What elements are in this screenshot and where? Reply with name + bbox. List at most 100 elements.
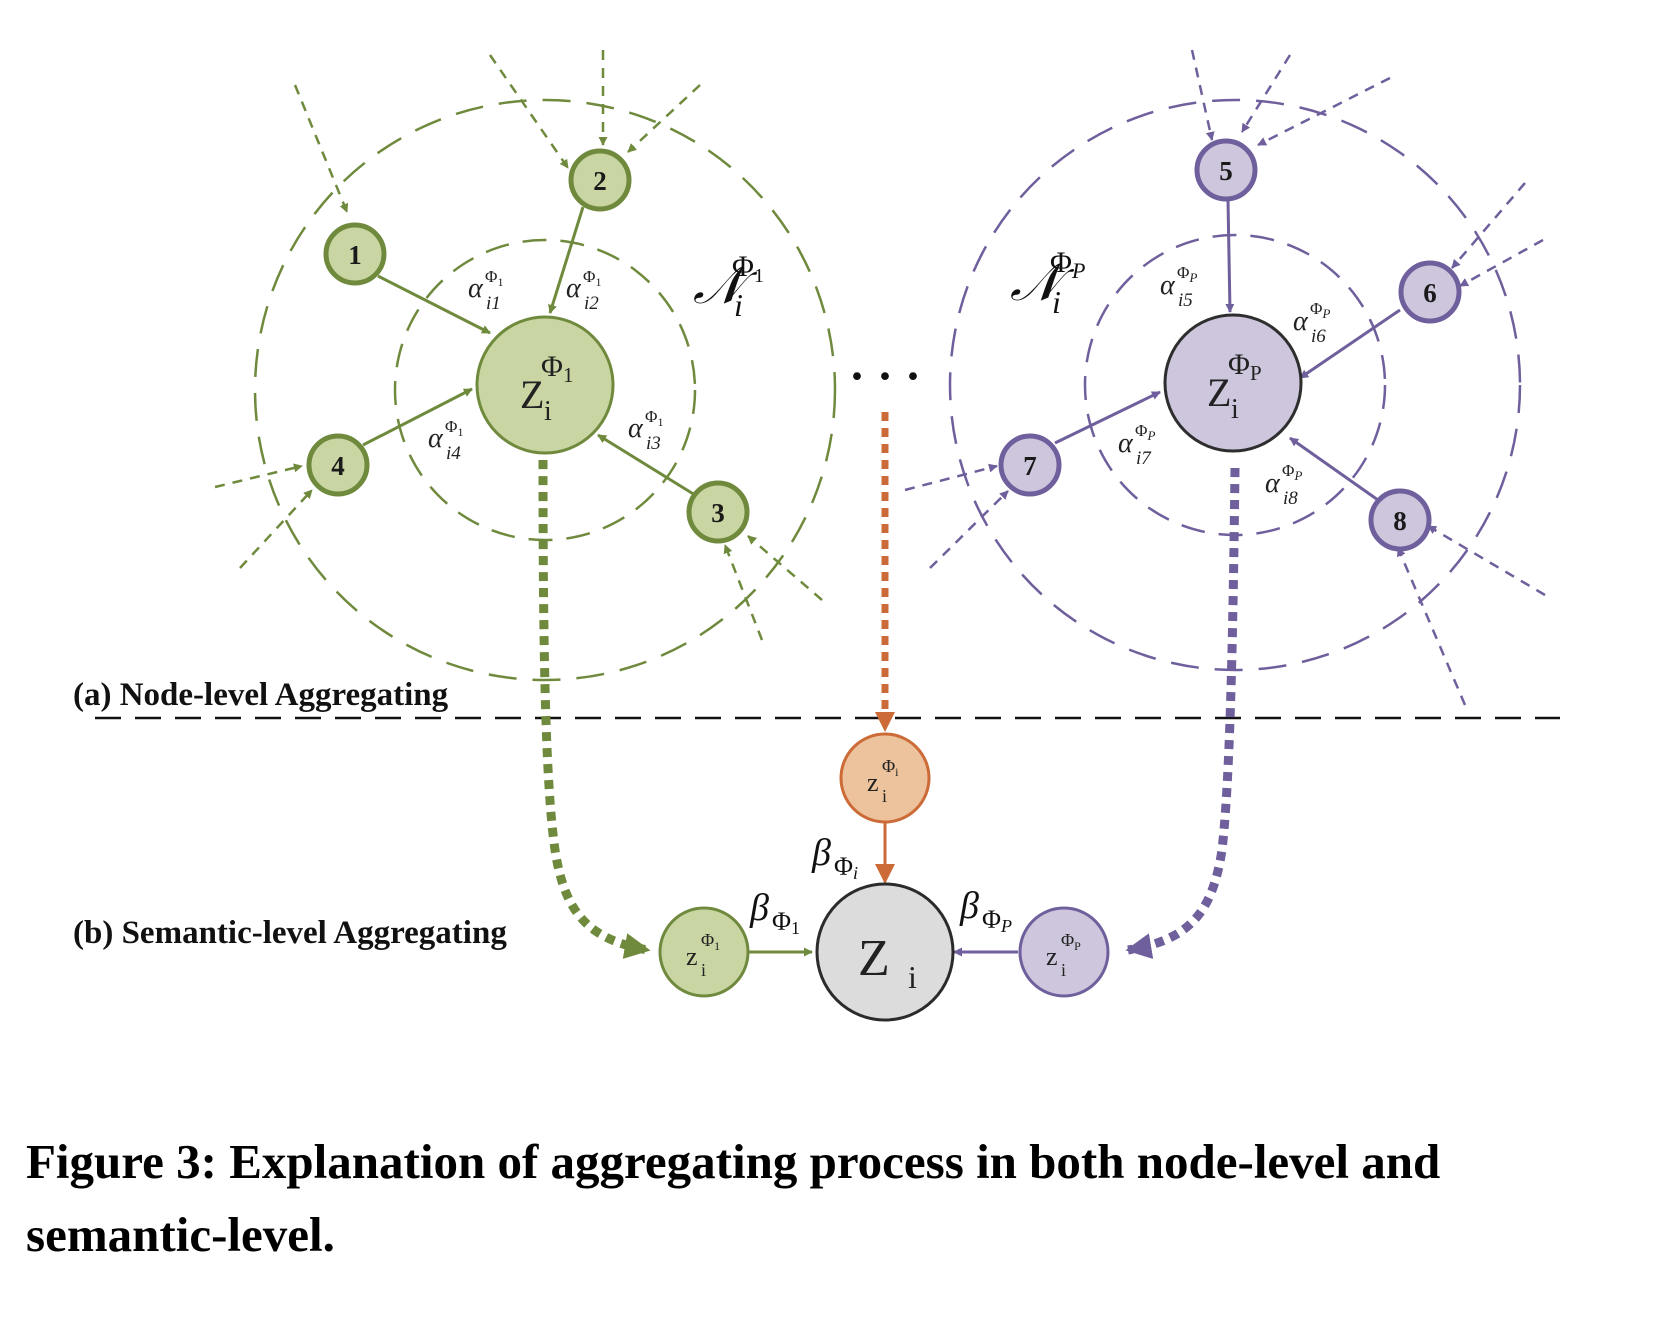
- beta-sub: Φi: [834, 852, 858, 883]
- weight-sup: ΦP: [1282, 461, 1302, 483]
- semantic-embedding-i-node: z i Φi: [839, 732, 931, 824]
- left-edge-2-to-center: [548, 206, 585, 314]
- weight-base: α: [1265, 468, 1281, 499]
- weight-base: α: [468, 273, 484, 304]
- node-label: 4: [331, 451, 345, 481]
- center-sub: i: [1231, 394, 1239, 425]
- right-incoming-edge: [1396, 547, 1467, 706]
- weight-sup: Φ1: [645, 407, 663, 429]
- left-incoming-edge: [239, 489, 313, 569]
- left-incoming-edge: [627, 84, 701, 153]
- node-label: 6: [1423, 278, 1437, 308]
- neighborhood-sup: Φ1: [732, 250, 764, 287]
- left-incoming-edge: [214, 463, 303, 489]
- weight-base: α: [566, 273, 582, 304]
- final-embedding-node: Z i: [815, 882, 955, 1022]
- left-outer-neighborhood-ring: [253, 98, 837, 682]
- ellipsis: · · ·: [849, 350, 921, 403]
- final-sub: i: [908, 959, 917, 995]
- node-label: 7: [1023, 451, 1037, 481]
- emb-sup: Φ1: [701, 930, 720, 953]
- left-attention-weight-4: α Φ1 i4: [428, 417, 463, 464]
- left-center-node: Z i Φ1: [475, 315, 615, 455]
- left-neighbor-node-3: 3: [686, 480, 750, 544]
- weight-sub: i2: [584, 293, 599, 314]
- emb-sub: i: [1061, 960, 1066, 980]
- semantic-embedding-1-node: z i Φ1: [658, 906, 750, 998]
- emb-base: z: [1046, 942, 1058, 971]
- left-incoming-edge: [723, 544, 764, 641]
- left-incoming-edge: [488, 54, 570, 169]
- weight-sup: Φ1: [485, 267, 503, 289]
- left-inner-neighborhood-ring: [393, 238, 697, 542]
- center-sup: Φ: [1228, 348, 1250, 381]
- right-neighborhood-label: 𝒩 ΦP i: [1010, 246, 1085, 320]
- right-edge-8-to-center: [1289, 436, 1379, 502]
- weight-sub: i6: [1311, 326, 1326, 347]
- neighborhood-sup: ΦP: [1050, 246, 1085, 283]
- weight-sub: i8: [1283, 488, 1298, 509]
- purple-to-semantic-path: [1125, 467, 1240, 959]
- beta-base: β: [959, 885, 979, 927]
- svg-text:Z: Z: [1207, 370, 1231, 415]
- svg-text:Φ1: Φ1: [541, 350, 573, 387]
- right-neighbor-node-6: 6: [1398, 260, 1462, 324]
- weight-base: α: [1160, 270, 1176, 301]
- emb-base: z: [686, 942, 698, 971]
- left-neighborhood-label: 𝒩 Φ1 i: [693, 250, 764, 323]
- center-sup-sub: P: [1250, 361, 1262, 385]
- weight-sup: Φ1: [583, 267, 601, 289]
- left-attention-weight-1: α Φ1 i1: [468, 267, 503, 314]
- left-edge-3-to-center: [597, 433, 696, 497]
- right-incoming-edge: [904, 463, 998, 492]
- node-label: 8: [1393, 506, 1407, 536]
- neighborhood-sub: i: [734, 287, 743, 323]
- figure-caption: Figure 3: Explanation of aggregating pro…: [26, 1134, 1441, 1262]
- beta-weight-p: β ΦP: [959, 885, 1012, 936]
- right-neighbor-node-8: 8: [1368, 488, 1432, 552]
- right-attention-weight-8: α ΦP i8: [1265, 461, 1302, 509]
- left-metapath-group: 1 2 3 4 Z i Φ1 α Φ1 i1 α Φ1: [214, 50, 837, 682]
- weight-base: α: [628, 413, 644, 444]
- beta-sub: ΦP: [982, 905, 1012, 936]
- node-label: 1: [348, 240, 362, 270]
- right-edge-5-to-center: [1225, 199, 1235, 313]
- emb-sub: i: [701, 960, 706, 980]
- beta-sub: Φ1: [772, 907, 800, 938]
- right-incoming-edge: [1427, 524, 1546, 597]
- right-edge-6-to-center: [1299, 308, 1401, 380]
- weight-sub: i4: [446, 443, 461, 464]
- right-center-node: Z i ΦP: [1163, 313, 1303, 453]
- left-neighbor-node-1: 1: [323, 222, 387, 286]
- emb-sub: i: [882, 786, 887, 806]
- semantic-level-section-label: (b) Semantic-level Aggregating: [73, 915, 507, 951]
- right-attention-weight-6: α ΦP i6: [1293, 299, 1330, 347]
- left-neighbor-node-4: 4: [306, 433, 370, 497]
- center-base: Z: [520, 372, 544, 417]
- weight-sup: Φ1: [445, 417, 463, 439]
- green-to-semantic-path: [538, 459, 651, 959]
- emb-sup: ΦP: [1061, 930, 1081, 953]
- right-incoming-edge: [1257, 76, 1391, 147]
- left-attention-weight-2: α Φ1 i2: [566, 267, 601, 314]
- right-incoming-edge: [1451, 182, 1526, 269]
- center-sup: Φ: [541, 350, 563, 383]
- node-label: 3: [711, 498, 725, 528]
- beta-weight-1: β Φ1: [749, 887, 800, 938]
- right-incoming-edge: [929, 490, 1009, 569]
- left-edge-1-to-center: [377, 274, 491, 335]
- weight-sub: i5: [1178, 290, 1193, 311]
- right-outer-neighborhood-ring: [948, 98, 1522, 672]
- weight-base: α: [428, 423, 444, 454]
- svg-text:ΦP: ΦP: [1228, 348, 1262, 385]
- svg-text:Z: Z: [520, 372, 544, 417]
- beta-weight-i: β Φi: [811, 832, 858, 883]
- weight-sub: i1: [486, 293, 501, 314]
- node-label: 5: [1219, 156, 1233, 186]
- weight-sub: i3: [646, 433, 661, 454]
- weight-sup: ΦP: [1177, 263, 1197, 285]
- final-base: Z: [858, 930, 890, 987]
- neighborhood-sub: i: [1052, 284, 1061, 320]
- aggregation-diagram: 1 2 3 4 Z i Φ1 α Φ1 i1 α Φ1: [73, 49, 1560, 1022]
- right-edge-7-to-center: [1054, 390, 1161, 445]
